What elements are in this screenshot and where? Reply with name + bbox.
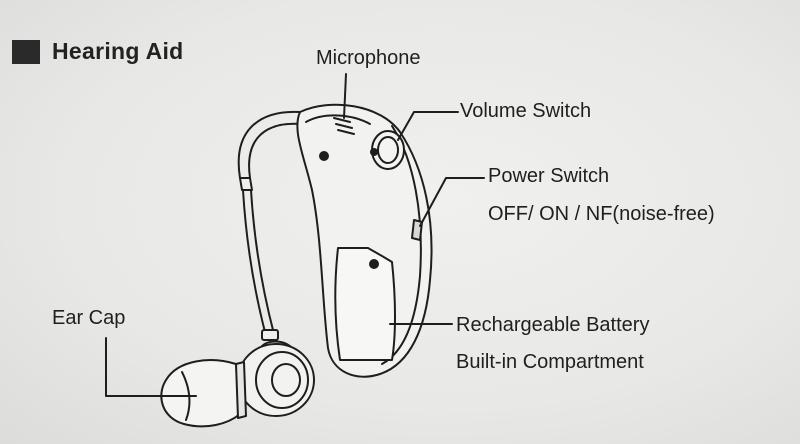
heading-square-icon: [12, 39, 40, 64]
leader-ear-cap: [105, 337, 197, 397]
wire-joint: [261, 329, 279, 341]
battery-compartment: [334, 247, 396, 361]
volume-dot: [370, 148, 378, 156]
label-volume-switch: Volume Switch: [460, 100, 592, 122]
label-power-switch-modes: OFF/ ON / NF(noise-free): [488, 203, 715, 225]
body-inner-edge: [381, 125, 422, 365]
label-battery-line2: Built-in Compartment: [456, 351, 644, 373]
ear-hook-tip: [239, 177, 253, 191]
receiver-housing: [237, 343, 315, 417]
leader-microphone: [343, 73, 347, 119]
wire-outer: [242, 189, 267, 337]
wire-inner: [250, 189, 275, 335]
receiver-ring: [255, 351, 309, 409]
ear-cap-dome: [160, 359, 241, 428]
heading-title: Hearing Aid: [52, 38, 184, 64]
label-battery-line1: Rechargeable Battery: [456, 314, 650, 336]
label-power-switch: Power Switch: [488, 165, 610, 187]
body-seam: [305, 114, 371, 125]
receiver-neck: [235, 361, 247, 419]
body-screw: [319, 151, 329, 161]
section-heading: Hearing Aid: [12, 38, 184, 65]
receiver-center: [271, 363, 301, 397]
ear-hook-outer: [237, 110, 337, 179]
label-microphone: Microphone: [316, 47, 421, 69]
leader-volume: [397, 111, 459, 141]
leader-power: [419, 177, 485, 227]
body-outline: [296, 103, 433, 378]
receiver-stem: [261, 340, 291, 347]
label-ear-cap: Ear Cap: [52, 307, 126, 329]
volume-wheel-inner: [377, 136, 399, 164]
battery-screw: [369, 259, 379, 269]
microphone-grille: [333, 117, 355, 135]
